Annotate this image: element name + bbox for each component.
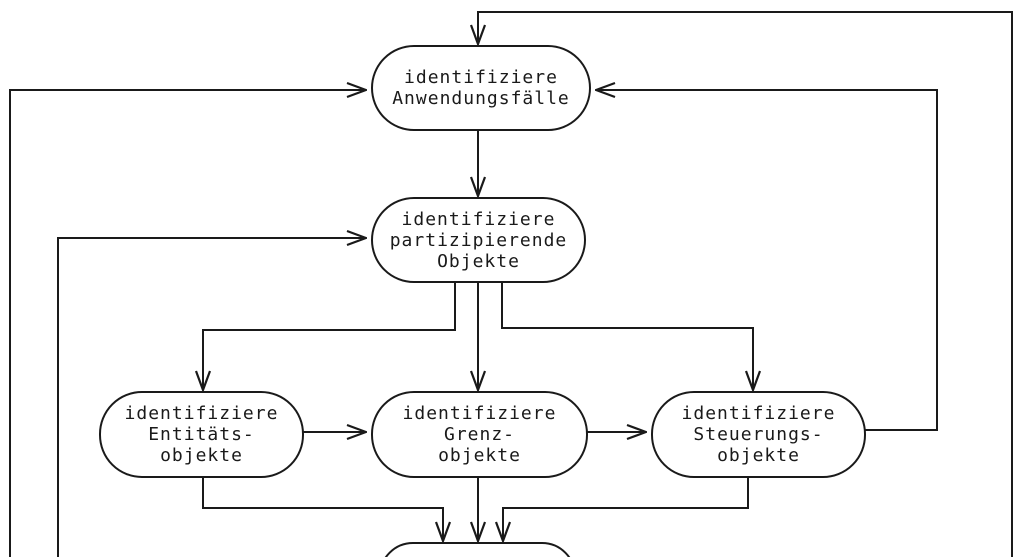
node-label-line: identifiziere <box>124 403 279 424</box>
node-label-line: objekte <box>717 445 800 466</box>
node-label-line: Objekte <box>437 250 520 272</box>
node-label-line: Steuerungs- <box>693 424 824 445</box>
node-bottom-partial <box>379 542 576 557</box>
node-label-line: identifiziere <box>401 208 556 230</box>
edge-control-to-use-cases <box>596 90 938 431</box>
edge-entity-to-bottom-node <box>202 478 443 541</box>
node-identify-entity-objects: identifiziere Entitäts- objekte <box>99 391 304 478</box>
node-label-line: Anwendungsfälle <box>392 88 570 109</box>
edge-left-loop-to-participating <box>57 238 366 557</box>
edge-loop-to-use-cases-top <box>478 11 1013 557</box>
edge-left-loop-to-use-cases <box>9 90 366 557</box>
node-label-line: Grenz- <box>443 424 516 445</box>
node-identify-participating-objects: identifiziere partizipierende Objekte <box>371 197 586 283</box>
node-label-line: identifiziere <box>404 67 558 88</box>
edge-participating-to-entity <box>203 283 456 390</box>
node-label-line: objekte <box>160 445 243 466</box>
edge-participating-to-control <box>501 283 753 390</box>
node-label-line: identifiziere <box>402 403 557 424</box>
node-identify-boundary-objects: identifiziere Grenz- objekte <box>371 391 588 478</box>
edge-control-to-bottom-node <box>503 478 749 541</box>
node-label-line: partizipierende <box>389 229 568 251</box>
node-label-line: Entitäts- <box>148 424 255 445</box>
node-label-line: identifiziere <box>681 403 836 424</box>
node-identify-control-objects: identifiziere Steuerungs- objekte <box>651 391 866 478</box>
node-identify-use-cases: identifiziere Anwendungsfälle <box>371 45 591 131</box>
node-label-line: objekte <box>438 445 521 466</box>
